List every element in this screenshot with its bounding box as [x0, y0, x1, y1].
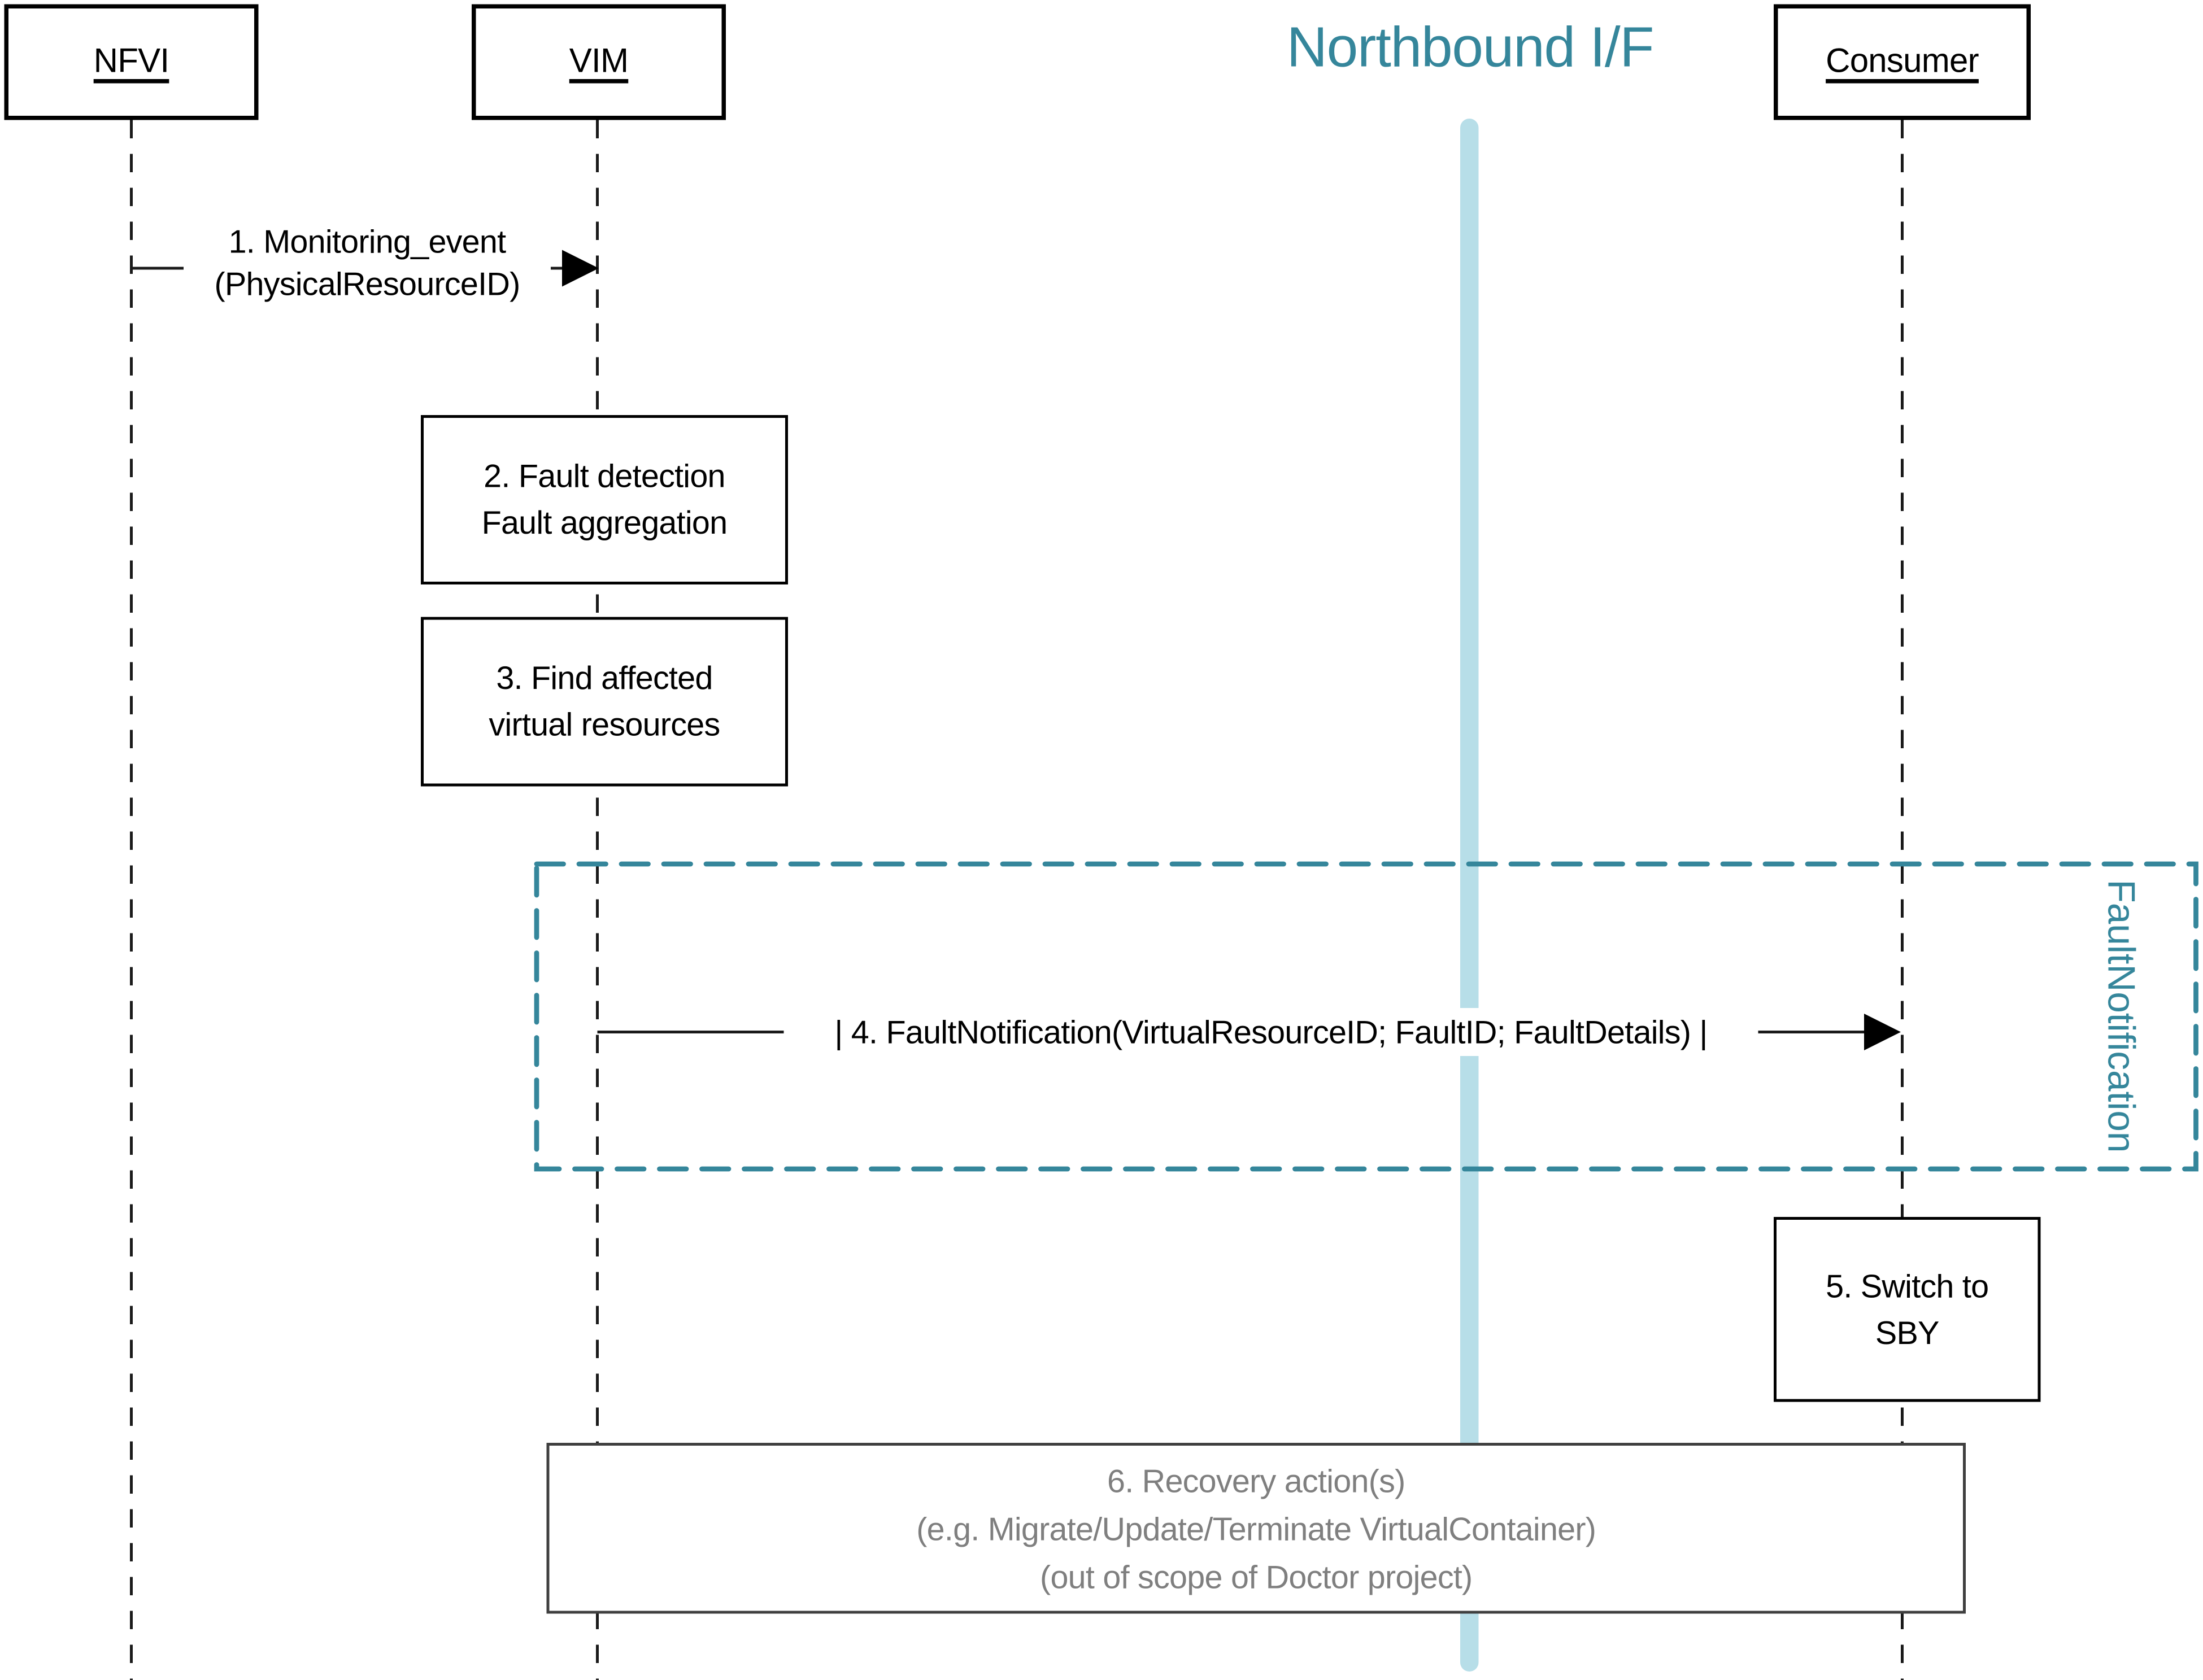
vim-lifeline [596, 120, 599, 1680]
message4-label: | 4. FaultNotification(VirtualResourceID… [783, 1008, 1758, 1056]
message1-label: 1. Monitoring_event (PhysicalResourceID) [184, 220, 551, 305]
northbound-interface-title: Northbound I/F [1286, 17, 1655, 79]
fault-notification-frame-label: Fault Notification [2065, 864, 2178, 1169]
step3-line1: 3. Find affected [496, 659, 713, 696]
step5-box: 5. Switch to SBY [1774, 1217, 2041, 1402]
message1-label-line1: 1. Monitoring_event [228, 223, 507, 260]
northbound-interface-band [1460, 119, 1479, 1672]
participant-nfvi: NFVI [4, 4, 259, 120]
fault-notification-frame [534, 861, 2198, 1172]
message1-label-line2: (PhysicalResourceID) [214, 265, 520, 302]
step2-line2: Fault aggregation [481, 504, 728, 541]
step6-line1: 6. Recovery action(s) [1107, 1461, 1405, 1499]
message4-arrowhead [1864, 1014, 1901, 1050]
step6-box: 6. Recovery action(s) (e.g. Migrate/Upda… [546, 1443, 1966, 1614]
frame-label-line2: Notification [2100, 965, 2143, 1153]
step2-line1: 2. Fault detection [484, 457, 725, 494]
step3-line2: virtual resources [489, 706, 720, 743]
step3-box: 3. Find affected virtual resources [421, 617, 788, 787]
frame-label-line1: Fault [2100, 879, 2143, 965]
message1-arrowhead [562, 250, 599, 287]
step6-line3: (out of scope of Doctor project) [1040, 1557, 1473, 1595]
participant-nfvi-label: NFVI [93, 42, 169, 81]
step6-line2: (e.g. Migrate/Update/Terminate VirtualCo… [916, 1509, 1596, 1547]
step2-box: 2. Fault detection Fault aggregation [421, 415, 788, 584]
participant-vim: VIM [472, 4, 726, 120]
step5-line1: 5. Switch to [1826, 1267, 1989, 1304]
step5-line2: SBY [1875, 1314, 1940, 1351]
participant-consumer: Consumer [1774, 4, 2031, 120]
nfvi-lifeline [130, 120, 133, 1680]
participant-consumer-label: Consumer [1826, 42, 1979, 81]
participant-vim-label: VIM [569, 42, 629, 81]
consumer-lifeline [1901, 120, 1904, 1680]
